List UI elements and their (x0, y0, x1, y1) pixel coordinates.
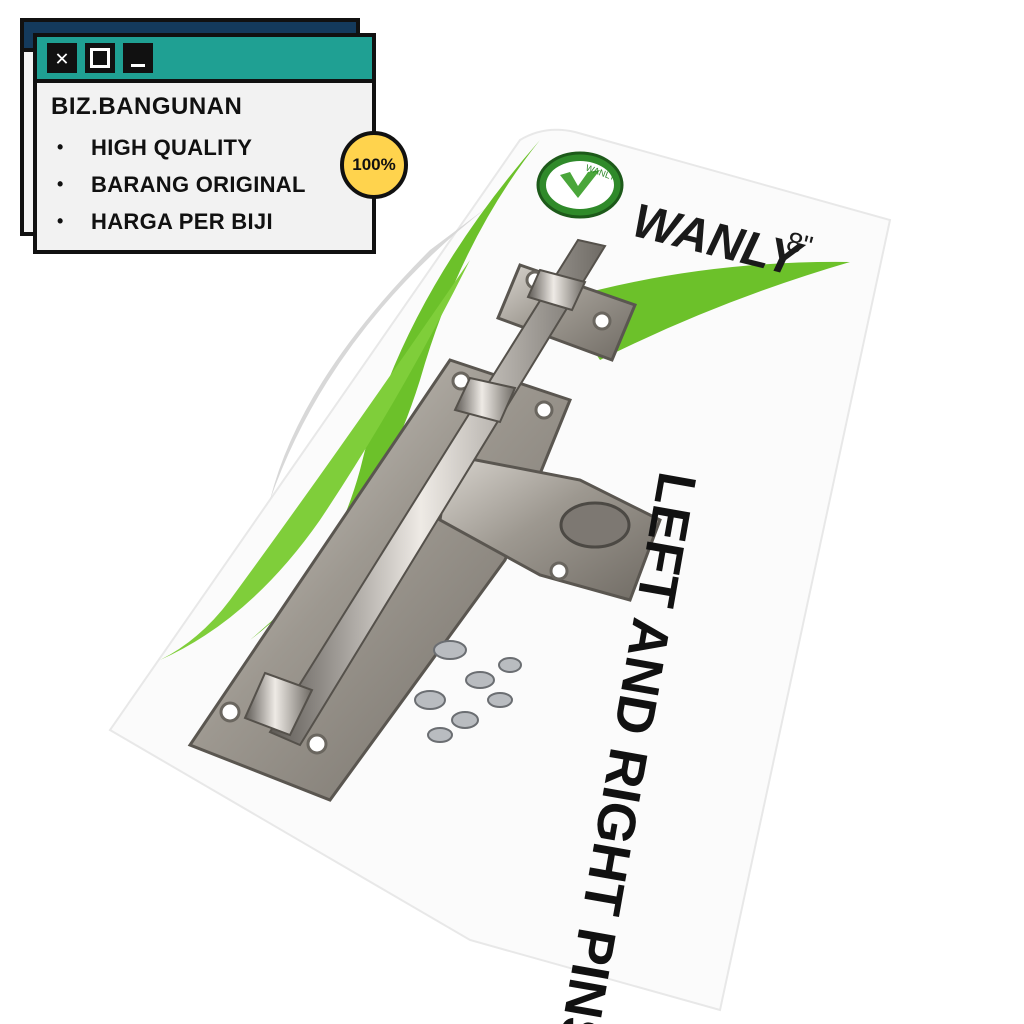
bolt-rod (268, 238, 607, 747)
quality-badge: 100% (340, 131, 408, 199)
window-body: BIZ.BANGUNAN • HIGH QUALITY • BARANG ORI… (37, 83, 372, 240)
bullet-icon: • (57, 174, 64, 194)
feature-label: HARGA PER BIJI (91, 208, 273, 234)
minimize-button[interactable] (123, 43, 153, 73)
maximize-button[interactable] (85, 43, 115, 73)
feature-label: BARANG ORIGINAL (91, 171, 306, 197)
feature-label: HIGH QUALITY (91, 134, 253, 160)
minimize-icon (131, 63, 145, 67)
screw-pack (414, 640, 522, 743)
maximize-icon (90, 48, 110, 68)
green-swoosh-top (560, 261, 850, 360)
store-name: BIZ.BANGUNAN (51, 93, 243, 120)
bolt-sleeve-bottom (243, 671, 314, 737)
bolt-sleeve-mid (453, 376, 517, 424)
window-titlebar: ✕ (37, 37, 372, 83)
close-icon: ✕ (55, 45, 69, 71)
hasp-plate (438, 453, 662, 602)
feature-item: • HARGA PER BIJI (51, 203, 358, 240)
bullet-icon: • (57, 137, 64, 157)
info-window: ✕ BIZ.BANGUNAN • HIGH QUALITY • BARANG O… (33, 33, 376, 254)
close-button[interactable]: ✕ (47, 43, 77, 73)
bolt-sleeve-top (526, 268, 587, 312)
brand-logo (536, 151, 624, 219)
bullet-icon: • (57, 211, 64, 231)
feature-item: • BARANG ORIGINAL (51, 166, 358, 203)
feature-item: • HIGH QUALITY (51, 129, 358, 166)
